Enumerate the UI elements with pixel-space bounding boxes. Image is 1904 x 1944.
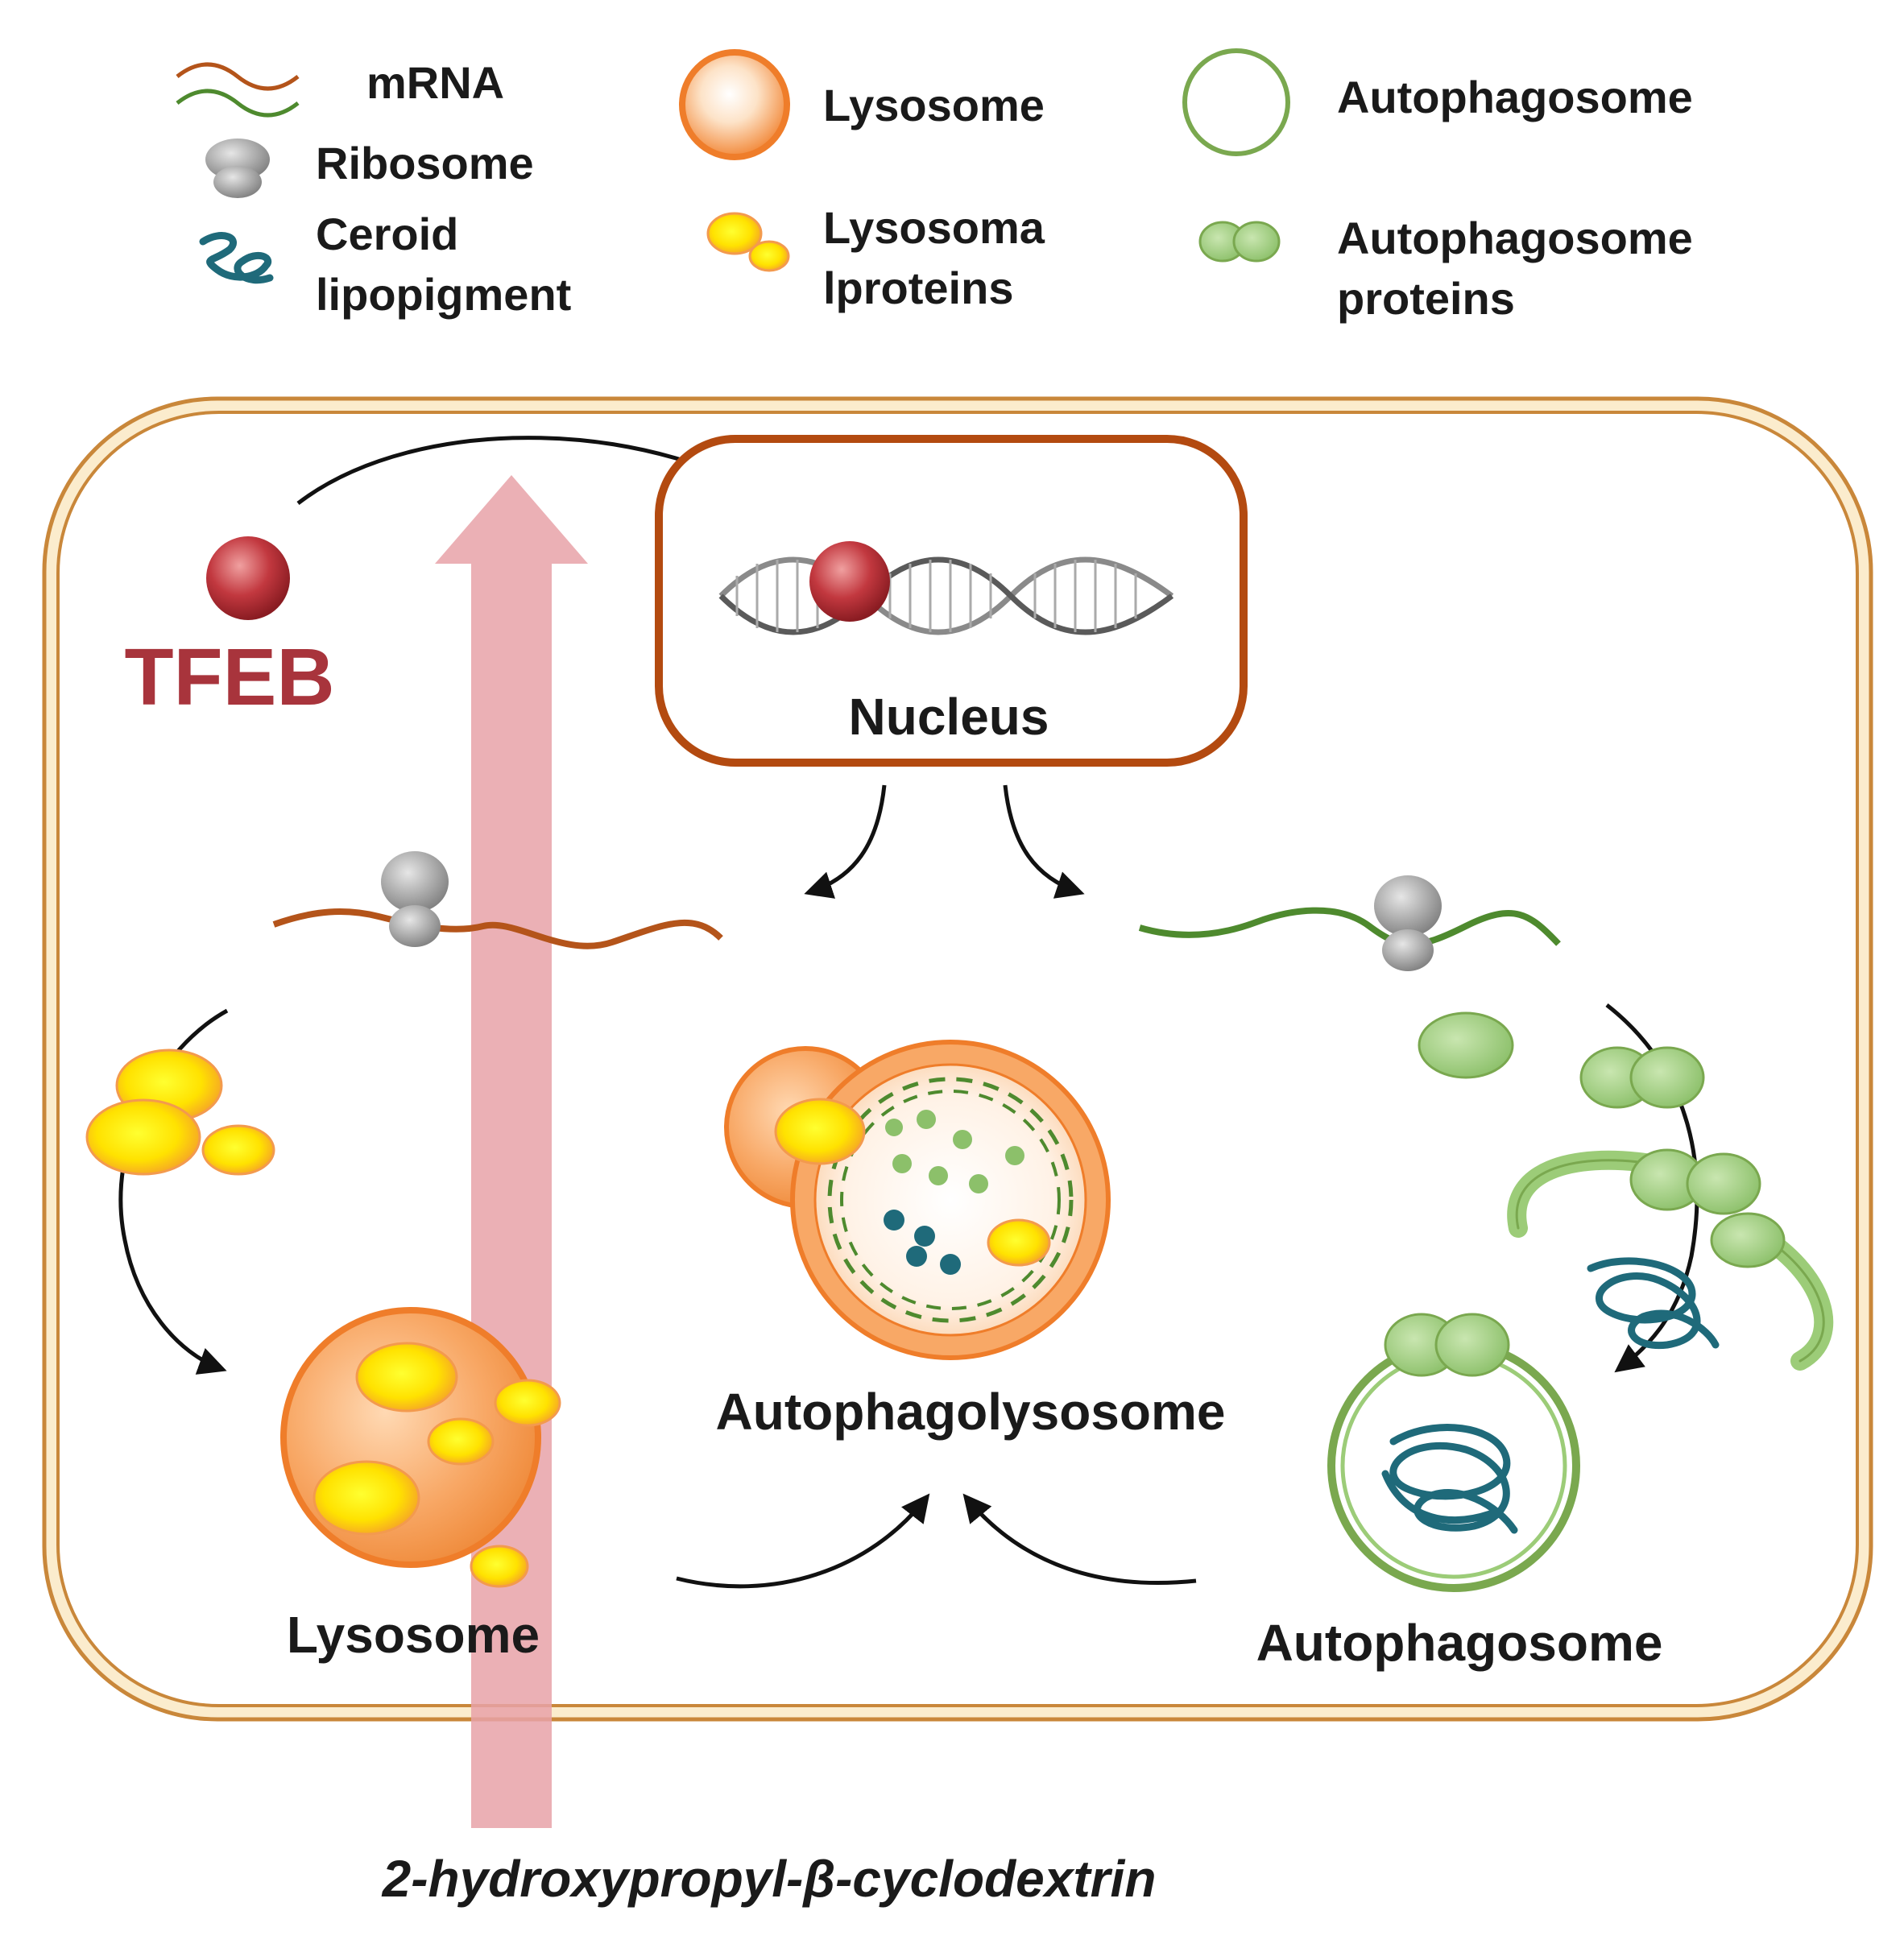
lysosomal-mrna: [272, 908, 723, 949]
drug-arrow: [435, 475, 588, 1828]
legend-autophagosome-proteins-line2: proteins: [1337, 273, 1515, 324]
legend-lysosomal-proteins-line1: Lysosoma: [823, 202, 1045, 253]
autophagolysosome-label: Autophagolysosome: [716, 1383, 1226, 1441]
lysosome-legend-icon: [679, 49, 790, 160]
nucleus-to-lysosomal-mrna-arrow: [804, 784, 887, 899]
legend-ceroid-line1: Ceroid: [316, 209, 458, 259]
legend-autophagosome-proteins-line1: Autophagosome: [1337, 213, 1693, 263]
phagophore: [1507, 1148, 1834, 1371]
tfeb-protein-icon: [206, 536, 290, 620]
autophagy-mrna: [1138, 907, 1561, 948]
tfeb-label: TFEB: [124, 632, 334, 722]
lysosome-label: Lysosome: [287, 1606, 540, 1664]
legend-lysosomal-proteins-line2: lproteins: [823, 263, 1013, 313]
tfeb-in-nucleus-icon: [809, 541, 890, 622]
drug-label: 2-hydroxypropyl-β-cyclodextrin: [382, 1850, 1157, 1908]
autophagolysosome: [724, 1040, 1111, 1360]
legend-ribosome-label: Ribosome: [316, 138, 534, 188]
lysosome: [280, 1307, 561, 1588]
legend: mRNA Ribosome Ceroid lipopigment Lysosom…: [176, 48, 1693, 324]
ribosome-right-icon: [1374, 875, 1442, 971]
lysosome-fusion-arrow: [676, 1493, 930, 1589]
autophagosome-fusion-arrow: [962, 1493, 1197, 1585]
nucleus-to-autophagy-mrna-arrow: [1003, 784, 1085, 899]
autophagosome-legend-icon: [1182, 48, 1290, 156]
autophagosome-proteins-cluster: [1418, 1011, 1705, 1109]
legend-lysosome-label: Lysosome: [823, 80, 1045, 130]
legend-autophagosome-label: Autophagosome: [1337, 72, 1693, 122]
autophagosome-proteins-legend-icon: [1198, 221, 1281, 263]
lysosomal-proteins-cluster: [85, 1049, 275, 1176]
legend-mrna-label: mRNA: [366, 57, 504, 108]
lysosomal-proteins-legend-icon: [706, 212, 790, 272]
ceroid-lipopigment-free: [1587, 1257, 1720, 1350]
autophagosome: [1327, 1313, 1580, 1592]
nucleus-label: Nucleus: [849, 688, 1049, 746]
ceroid-legend-icon: [199, 232, 274, 284]
mrna-legend-icon: [176, 62, 300, 118]
ribosome-left-icon: [381, 851, 449, 947]
legend-ceroid-line2: lipopigment: [316, 269, 571, 320]
ribosome-legend-icon: [205, 139, 270, 198]
autophagosome-label: Autophagosome: [1256, 1614, 1663, 1672]
